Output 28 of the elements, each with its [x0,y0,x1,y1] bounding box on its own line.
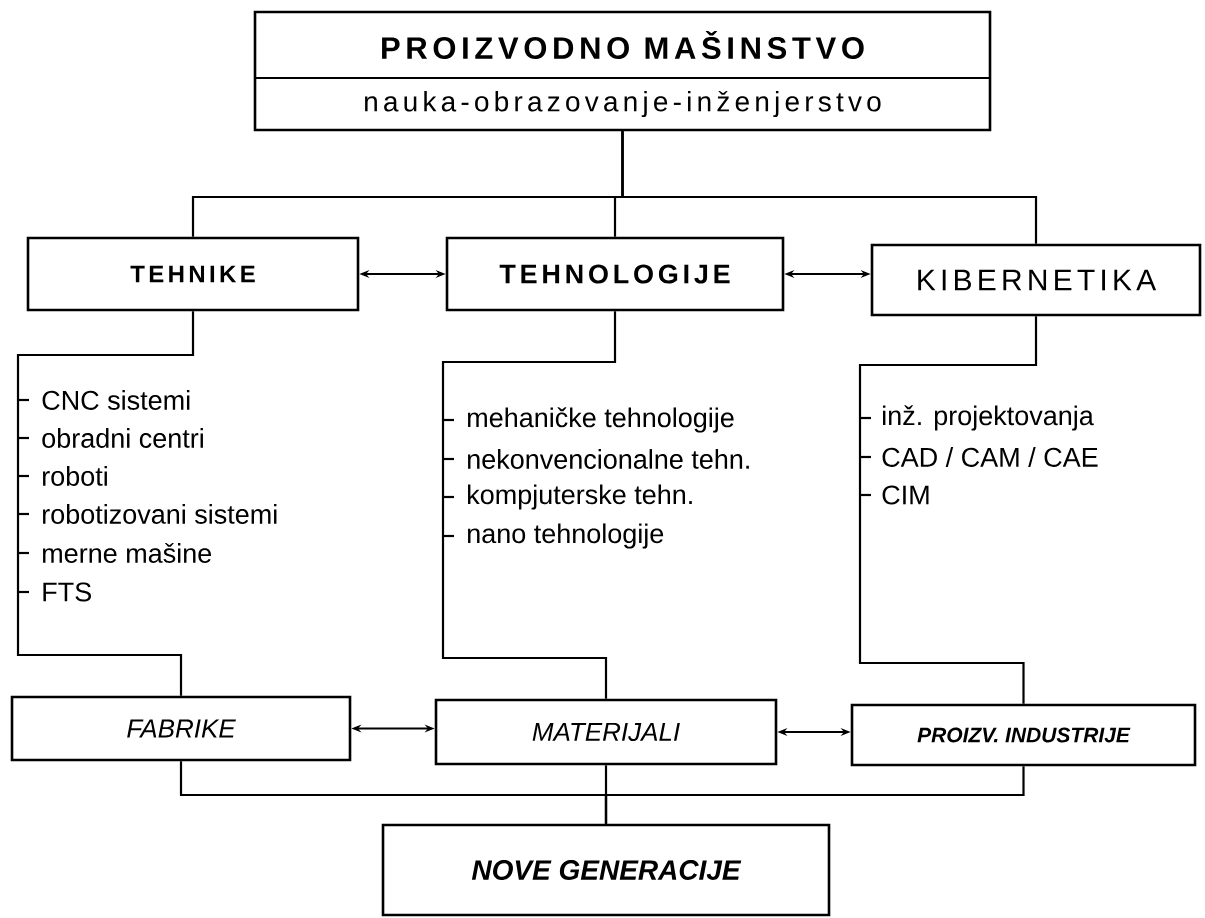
list-item: mehaničke tehnologije [468,407,734,433]
list-item: inž. projektovanja [883,405,1094,431]
list-item: nekonvencionalne tehn. [468,449,749,469]
list-item: roboti [43,466,107,486]
list-item: CNC sistemi [42,390,190,410]
list-item: obradni centri [42,428,203,448]
field-box: PROIZV. INDUSTRIJE [850,703,1197,767]
connector [16,311,195,696]
connector [441,311,617,699]
list-item: kompjuterske tehn. [468,484,692,510]
list-item: nano tehnologije [468,523,664,549]
list-item: CIM [882,485,929,505]
result-box: NOVE GENERACIJE [381,823,831,917]
field-box: FABRIKE [10,695,352,762]
category-box: TEHNOLOGIJE [445,236,785,312]
connector [621,131,1038,244]
list-item: FTS [43,582,91,602]
title-box [253,10,992,132]
field-box: MATERIJALI [434,698,778,766]
title-text: PROIZVODNO MAŠINSTVO [382,30,864,60]
list-item: merne mašine [43,543,212,563]
category-box: TEHNIKE [26,236,360,312]
list-item: robotizovani sistemi [43,504,277,524]
connector [604,766,1025,824]
subtitle-text: nauka-obrazovanje-inženjerstvo [365,90,881,118]
connector [858,316,1038,704]
category-box: KIBERNETIKA [870,243,1202,317]
list-item: CAD / CAM / CAE [882,447,1098,467]
